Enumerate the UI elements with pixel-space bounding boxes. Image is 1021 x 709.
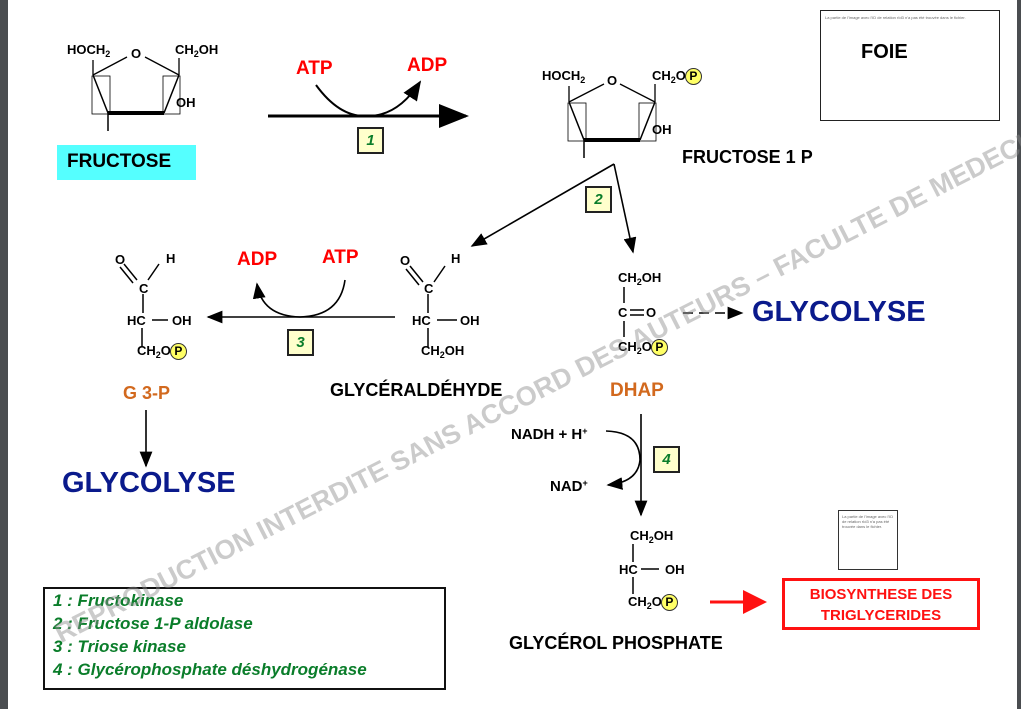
biosynthesis-box: BIOSYNTHESE DES TRIGLYCERIDES [782,578,980,630]
organ-box: La partie de l'image avec l'ID de relati… [820,10,1000,121]
enzyme-legend: 1 : Fructokinase 2 : Fructose 1-P aldola… [43,587,446,690]
fructose-ring [91,56,181,131]
step1-atp: ATP [296,58,333,79]
g3p-hc: HC [127,313,146,328]
fructose-highlight [57,145,196,180]
fructose-oh: OH [176,95,196,110]
fructose-ch2oh: CH2OH [175,42,219,59]
step1-adp: ADP [407,55,448,76]
g3p-h: H [166,251,176,266]
glycerol-phosphate-label: GLYCÉROL PHOSPHATE [509,633,723,653]
glycerol-ch2oh: CH2OH [630,528,674,545]
enzyme-badge-3: 3 [287,329,314,356]
glyceraldehyde-hc: HC [412,313,431,328]
step2-arrow-glyceraldehyde [470,163,615,247]
fructose-ring-oxygen: O [131,46,142,61]
glyceraldehyde-label: GLYCÉRALDÉHYDE [330,380,503,400]
legend-item: 2 : Fructose 1-P aldolase [53,614,253,633]
glycerol-phosphate-bonds [632,544,659,594]
broken-image-placeholder: La partie de l'image avec l'ID de relati… [838,510,898,570]
glyceraldehyde-o: O [400,253,411,268]
glyceraldehyde-oh: OH [460,313,480,328]
legend-item: 4 : Glycérophosphate déshydrogénase [53,660,367,679]
phosphate-icon: P [169,343,187,361]
g3p-c: C [139,281,149,296]
fructose1p-ring-oxygen: O [607,73,618,88]
step4-nad: NAD+ [550,478,588,495]
legend-item: 1 : Fructokinase [53,591,184,610]
glyceraldehyde-bonds [405,265,457,347]
fructose-hoch2: HOCH2 [67,42,111,59]
fructose-label: FRUCTOSE [67,151,172,172]
dhap-label: DHAP [610,380,664,401]
enzyme-badge-4: 4 [653,446,680,473]
fructose1p-hoch2: HOCH2 [542,68,586,85]
g3p-oh: OH [172,313,192,328]
g3p-label: G 3-P [123,383,171,403]
legend-item: 3 : Triose kinase [53,637,186,656]
g3p-bonds [119,263,168,347]
step4-nadh: NADH + H+ [511,426,588,443]
glycerol-oh: OH [665,562,685,577]
enzyme-badge-1: 1 [357,127,384,154]
step1-cofactor-curve [315,80,422,118]
enzyme-badge-2: 2 [585,186,612,213]
fructose1p-ring [567,83,657,158]
dhap-o: O [646,305,657,320]
phosphate-icon: P [684,68,702,86]
step3-adp: ADP [237,249,278,270]
biosynthesis-line2: TRIGLYCERIDES [820,607,942,624]
viewer-left-edge [0,0,8,709]
step3-cofactor-curve [252,279,346,318]
broken-image-notice: La partie de l'image avec l'ID de relati… [842,514,894,529]
dhap-ch2oh: CH2OH [618,270,662,287]
phosphate-icon: P [650,339,668,357]
dhap-bonds [623,287,644,337]
step3-atp: ATP [322,247,359,268]
step4-cofactor-curve [605,430,641,490]
glyceraldehyde-ch2oh: CH2OH [421,343,465,360]
glycolyse-right: GLYCOLYSE [752,296,926,328]
phosphate-icon: P [660,594,678,612]
glycolyse-left: GLYCOLYSE [62,467,236,499]
dhap-c: C [618,305,628,320]
organ-label: FOIE [861,41,908,63]
glyceraldehyde-h: H [451,251,461,266]
biosynthesis-line1: BIOSYNTHESE DES [809,586,953,603]
glycerol-hc: HC [619,562,638,577]
glyceraldehyde-c: C [424,281,434,296]
step2-arrow-dhap [613,163,637,254]
fructose1p-oh: OH [652,122,672,137]
broken-image-notice: La partie de l'image avec l'ID de relati… [825,15,966,20]
g3p-o: O [115,252,126,267]
fructose1p-label: FRUCTOSE 1 P [682,147,813,167]
viewer-right-edge [1017,0,1021,709]
